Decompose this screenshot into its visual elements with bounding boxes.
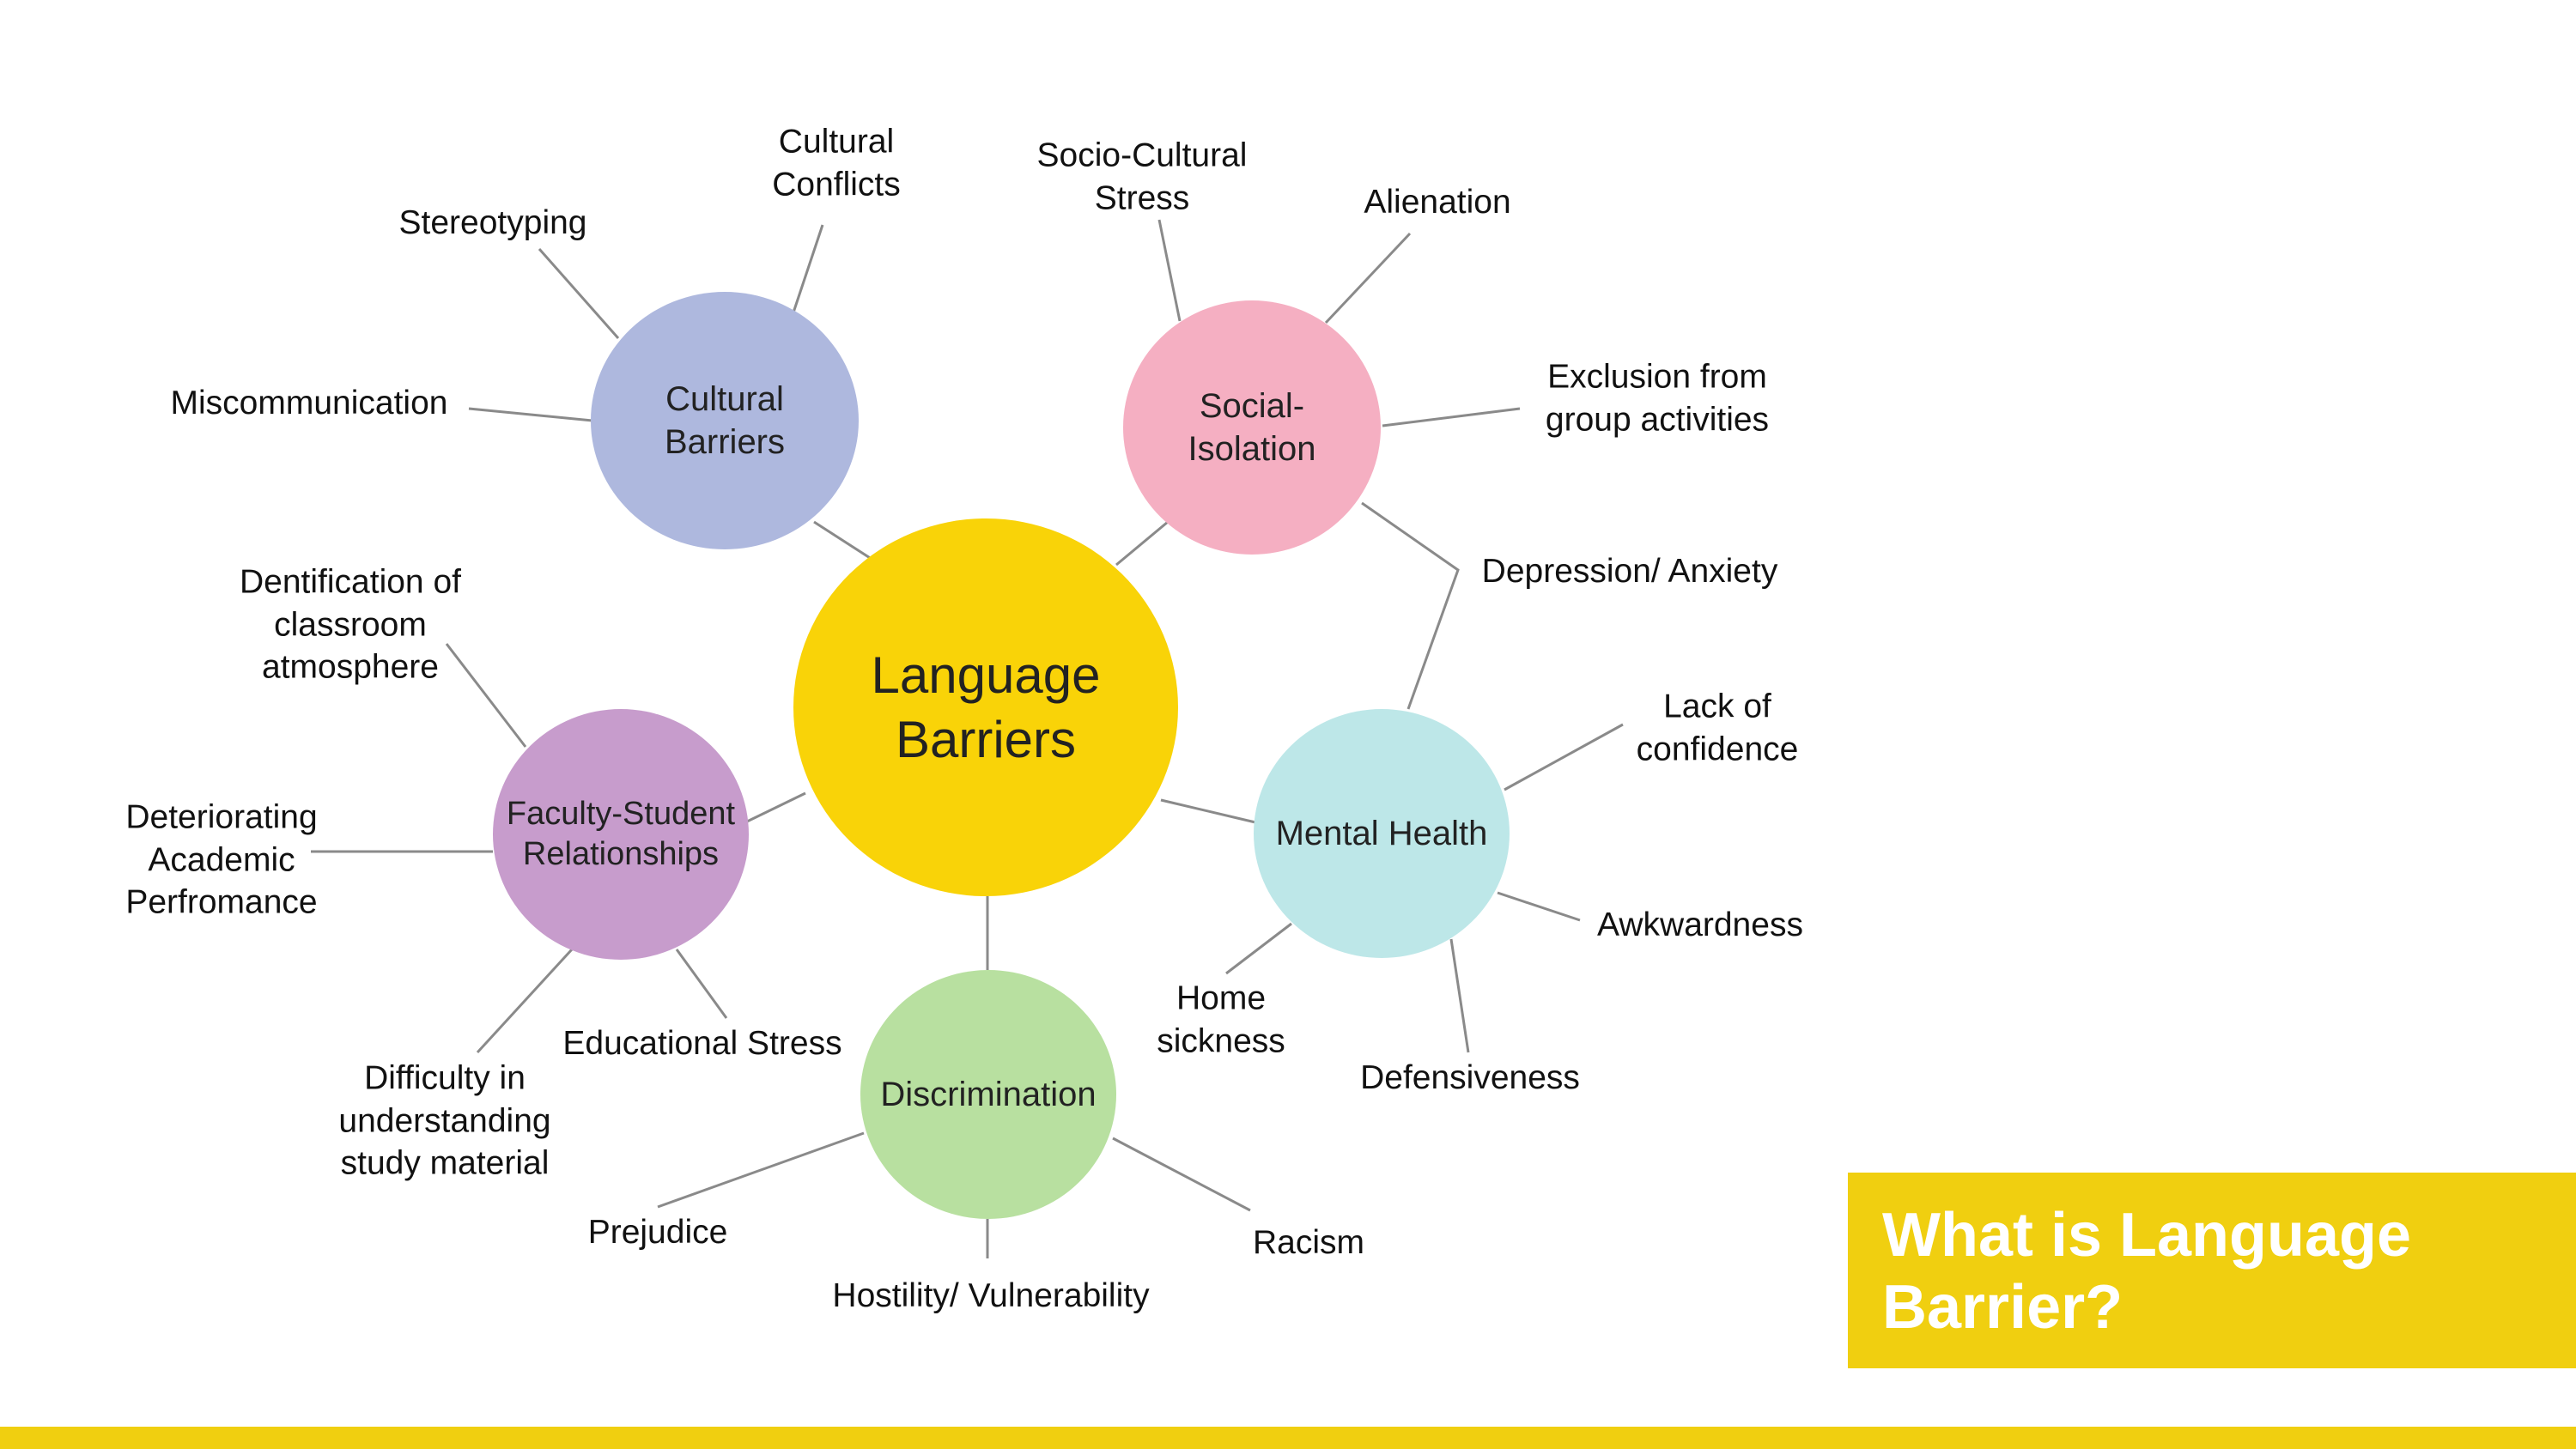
leaf-alienation: Alienation <box>1364 184 1511 221</box>
leaf-hostility-vulnerability: Hostility/ Vulnerability <box>832 1277 1150 1315</box>
connector-line <box>1382 407 1521 427</box>
connector-line <box>657 1131 865 1209</box>
leaf-cultural-conflicts: Cultural Conflicts <box>772 123 901 203</box>
callout-title: What is Language Barrier? <box>1882 1201 2412 1342</box>
connector-line <box>1497 891 1581 922</box>
connector-line <box>476 948 574 1054</box>
connector-line <box>1112 1137 1251 1212</box>
center-node-label: Language Barriers <box>871 646 1101 768</box>
connector-line <box>1157 219 1182 322</box>
connector-line <box>792 224 824 313</box>
hub-label-mental-health: Mental Health <box>1275 815 1488 852</box>
leaf-racism: Racism <box>1252 1224 1365 1262</box>
hub-label-faculty-student-relationships: Faculty-Student Relationships <box>506 795 736 873</box>
hub-label-cultural-barriers: Cultural Barriers <box>664 380 786 461</box>
connector-line <box>445 643 527 748</box>
leaf-prejudice: Prejudice <box>587 1214 728 1252</box>
hub-label-discrimination: Discrimination <box>880 1076 1097 1113</box>
leaf-depression-anxiety: Depression/ Anxiety <box>1481 553 1778 591</box>
connector-line <box>538 248 620 339</box>
leaf-home-sickness: Home sickness <box>1157 979 1285 1059</box>
leaf-exclusion-from-group-activities: Exclusion from group activities <box>1545 358 1770 438</box>
leaf-deteriorating-academic-perfromance: Deteriorating Academic Perfromance <box>125 798 318 921</box>
leaf-stereotyping: Stereotyping <box>398 204 587 242</box>
leaf-lack-of-confidence: Lack of confidence <box>1636 688 1799 767</box>
leaf-awkwardness: Awkwardness <box>1597 906 1803 944</box>
title-callout-box: What is Language Barrier? <box>1848 1173 2576 1368</box>
connector-line <box>1160 798 1256 824</box>
hub-node-cultural-barriers: Cultural Barriers <box>591 292 859 549</box>
connector-line <box>1115 520 1169 567</box>
connector-line <box>675 949 728 1019</box>
leaf-educational-stress: Educational Stress <box>562 1025 842 1063</box>
hub-node-mental-health: Mental Health <box>1254 709 1510 958</box>
connector-line <box>1449 938 1470 1053</box>
leaf-socio-cultural-stress: Socio-Cultural Stress <box>1036 136 1248 216</box>
leaf-dentification-of-classroom-atmosphere: Dentification of classroom atmosphere <box>240 563 461 686</box>
center-node-language-barriers: Language Barriers <box>793 518 1178 896</box>
connector-line <box>468 407 593 422</box>
leaf-defensiveness: Defensiveness <box>1360 1059 1580 1097</box>
hub-node-social-isolation: Social- Isolation <box>1123 300 1381 555</box>
hub-label-social-isolation: Social- Isolation <box>1188 387 1316 468</box>
hub-node-faculty-student-relationships: Faculty-Student Relationships <box>493 709 749 960</box>
connector-line <box>1504 723 1624 791</box>
connector-line-depression-anxiety <box>1361 501 1460 710</box>
connector-line <box>1225 922 1292 975</box>
bottom-accent-bar <box>0 1427 2576 1449</box>
connector-line <box>1324 232 1412 324</box>
leaf-miscommunication: Miscommunication <box>170 385 448 422</box>
hub-node-discrimination: Discrimination <box>860 970 1116 1219</box>
leaf-difficulty-in-understanding-study-material: Difficulty in understanding study materi… <box>338 1059 551 1182</box>
connector-line <box>744 791 806 824</box>
